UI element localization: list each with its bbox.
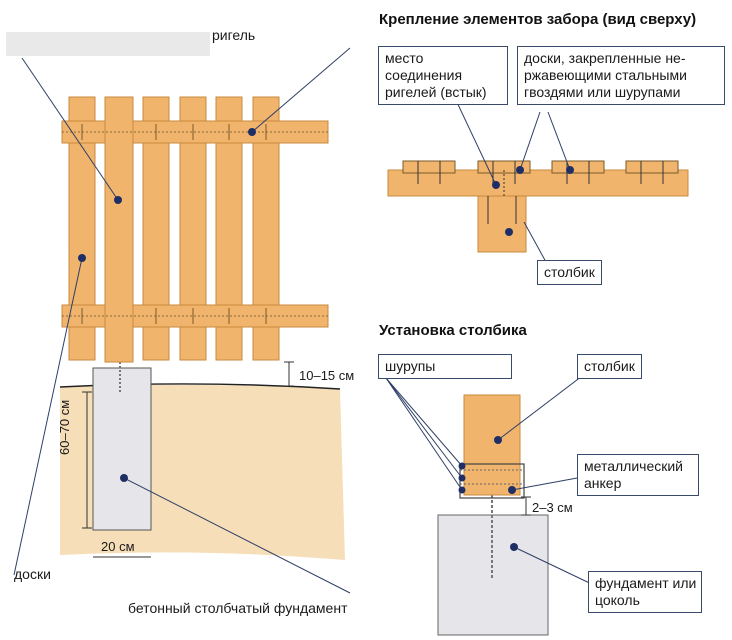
install-post xyxy=(463,394,521,496)
label-anchor-line-1: металлический xyxy=(584,458,683,474)
dim-gap-left: 10–15 см xyxy=(299,368,355,383)
label-boards-line-3: гвоздями или шурупами xyxy=(524,84,681,100)
rail-fasteners xyxy=(62,131,328,317)
dim-gap-install: 2–3 см xyxy=(532,500,573,515)
label-boards-line-2: ржавеющими стальными xyxy=(524,67,687,83)
dimension-lines-left xyxy=(82,361,294,558)
label-boards: доски, закрепленные не- ржавеющими сталь… xyxy=(517,46,725,105)
label-anchor: металлический анкер xyxy=(577,454,699,496)
label-joint-line-2: ригелей (встык) xyxy=(385,84,487,100)
label-foundation: фундамент или цоколь xyxy=(588,571,702,613)
fence-post xyxy=(104,96,134,363)
dim-depth: 60–70 см xyxy=(57,399,72,455)
label-post-top: столбик xyxy=(537,260,602,285)
rail-top-view xyxy=(387,169,689,197)
label-foundation-line-2: цоколь xyxy=(595,592,640,608)
label-boards-line-1: доски, закрепленные не- xyxy=(524,50,686,66)
post-top-view xyxy=(477,189,527,253)
label-anchor-line-2: анкер xyxy=(584,475,622,491)
label-doski: доски xyxy=(14,566,51,582)
label-fundament: бетонный столбчатый фундамент xyxy=(128,600,348,616)
label-rigel: ригель xyxy=(212,27,256,43)
label-install-post: столбик xyxy=(577,354,642,379)
label-foundation-line-1: фундамент или xyxy=(595,575,697,591)
label-joint: место соединения ригелей (встык) xyxy=(378,46,508,105)
boards-top-view xyxy=(402,160,679,174)
dim-width: 20 см xyxy=(101,539,135,554)
board-screws xyxy=(81,124,267,324)
dimension-install xyxy=(521,496,531,516)
leader-lines-install xyxy=(385,369,601,589)
redacted-area xyxy=(6,32,210,56)
leader-dots-install xyxy=(458,436,518,551)
concrete-foundation xyxy=(92,367,152,531)
leader-dots-left xyxy=(78,128,256,482)
leader-dots-top xyxy=(492,166,574,236)
title-top-view: Крепление элементов забора (вид сверху) xyxy=(379,11,697,28)
label-joint-line-1: место соединения xyxy=(385,50,463,83)
label-screws: шурупы xyxy=(378,354,512,379)
metal-anchor xyxy=(459,463,525,499)
top-view-nails xyxy=(417,161,664,224)
leader-lines-left xyxy=(13,47,351,594)
title-post-install: Установка столбика xyxy=(379,322,527,339)
leader-lines-top xyxy=(453,95,571,263)
